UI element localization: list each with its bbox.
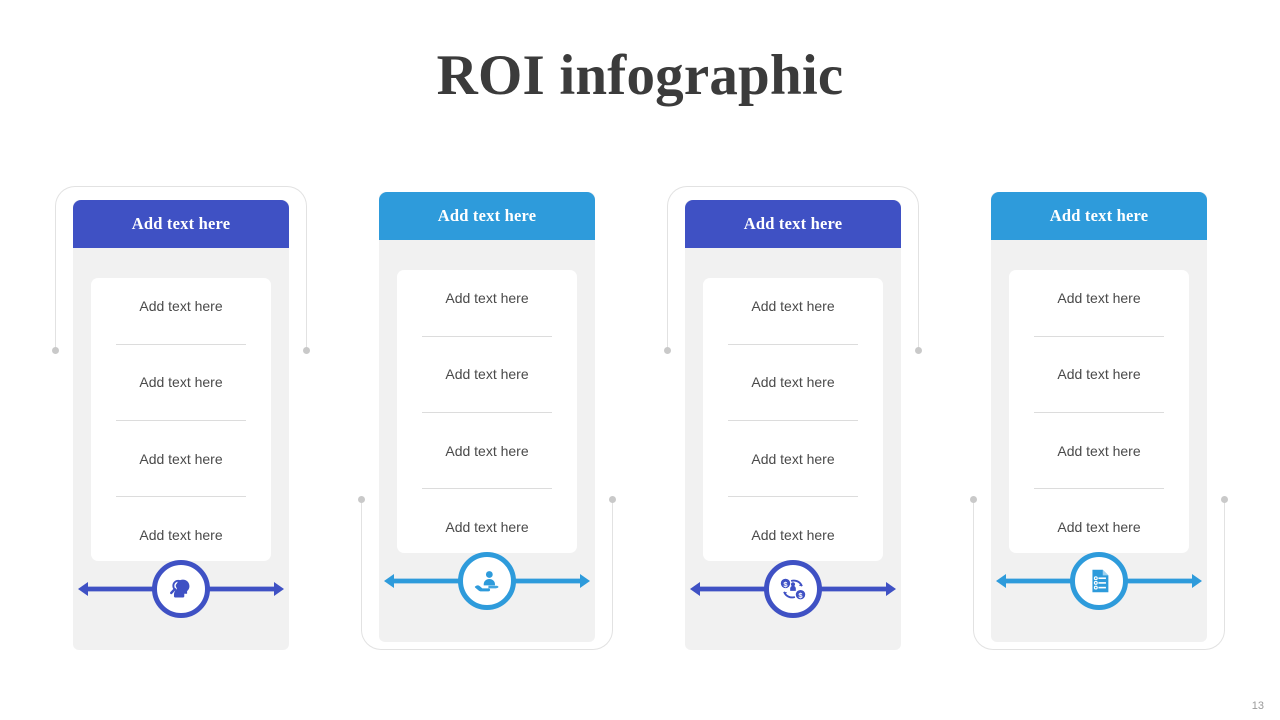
card-text-row[interactable]: Add text here: [751, 526, 835, 543]
row-separator: [422, 488, 552, 490]
connector-endpoint-dot: [609, 496, 616, 503]
money-exchange-icon[interactable]: $ $: [764, 560, 822, 618]
row-separator: [728, 343, 858, 345]
card-text-row[interactable]: Add text here: [445, 366, 529, 383]
row-separator: [1034, 411, 1164, 413]
card-text-row[interactable]: Add text here: [751, 298, 835, 314]
card-text-row[interactable]: Add text here: [139, 298, 223, 314]
row-separator: [116, 419, 246, 421]
card-badge-row: [379, 552, 595, 610]
card-text-row[interactable]: Add text here: [751, 450, 835, 467]
row-separator: [1034, 335, 1164, 337]
svg-text:$: $: [798, 591, 803, 600]
page-number: 13: [1251, 700, 1264, 712]
card-header[interactable]: Add text here: [991, 192, 1207, 240]
row-separator: [1034, 488, 1164, 490]
card-text-row[interactable]: Add text here: [1057, 442, 1141, 459]
hand-holding-person-icon[interactable]: [458, 552, 516, 610]
connector-endpoint-dot: [915, 347, 922, 354]
row-separator: [422, 335, 552, 337]
card-text-row[interactable]: Add text here: [445, 290, 529, 306]
row-separator: [728, 419, 858, 421]
head-idea-search-icon[interactable]: [152, 560, 210, 618]
card-header[interactable]: Add text here: [73, 200, 289, 248]
card-text-row[interactable]: Add text here: [445, 442, 529, 459]
card-badge-row: [991, 552, 1207, 610]
card-text-row[interactable]: Add text here: [139, 526, 223, 543]
page-title: ROI infographic: [436, 44, 844, 107]
card-badge-row: $ $: [685, 560, 901, 618]
card-badge-row: [73, 560, 289, 618]
connector-endpoint-dot: [664, 347, 671, 354]
card-text-row[interactable]: Add text here: [445, 518, 529, 535]
document-checklist-icon[interactable]: [1070, 552, 1128, 610]
row-separator: [116, 343, 246, 345]
card-header[interactable]: Add text here: [685, 200, 901, 248]
card-text-row[interactable]: Add text here: [139, 374, 223, 391]
card-text-row[interactable]: Add text here: [1057, 290, 1141, 306]
card-text-row[interactable]: Add text here: [751, 374, 835, 391]
connector-endpoint-dot: [970, 496, 977, 503]
connector-endpoint-dot: [1221, 496, 1228, 503]
connector-endpoint-dot: [303, 347, 310, 354]
row-separator: [116, 496, 246, 498]
card-text-row[interactable]: Add text here: [1057, 366, 1141, 383]
card-text-row[interactable]: Add text here: [1057, 518, 1141, 535]
svg-text:$: $: [783, 580, 788, 589]
row-separator: [422, 411, 552, 413]
card-text-row[interactable]: Add text here: [139, 450, 223, 467]
row-separator: [728, 496, 858, 498]
connector-endpoint-dot: [52, 347, 59, 354]
card-header[interactable]: Add text here: [379, 192, 595, 240]
connector-endpoint-dot: [358, 496, 365, 503]
